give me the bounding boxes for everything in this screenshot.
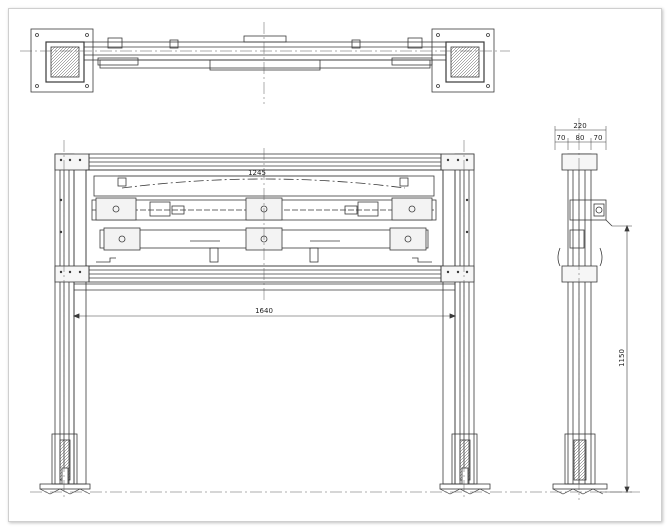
dim-left-offset: 70 <box>557 134 566 142</box>
dim-opening: 1640 <box>255 307 273 315</box>
top-right-post <box>445 41 485 83</box>
center-lines <box>20 22 640 500</box>
dim-right-offset: 70 <box>594 134 603 142</box>
drawing-sheet <box>8 8 662 522</box>
dim-inner-beam: 1245 <box>248 169 266 177</box>
top-view <box>30 28 495 93</box>
front-left-column <box>54 153 75 485</box>
front-view <box>39 153 491 495</box>
dimension-labels: 1245 1640 220 70 80 70 1150 <box>248 122 626 367</box>
top-left-plate <box>30 28 94 93</box>
dim-height: 1150 <box>618 349 626 367</box>
side-column <box>567 153 592 485</box>
front-right-column <box>454 153 475 485</box>
dim-middle: 80 <box>576 134 585 142</box>
dim-total-width: 220 <box>573 122 586 130</box>
top-left-post <box>45 41 85 83</box>
side-view <box>552 126 632 495</box>
